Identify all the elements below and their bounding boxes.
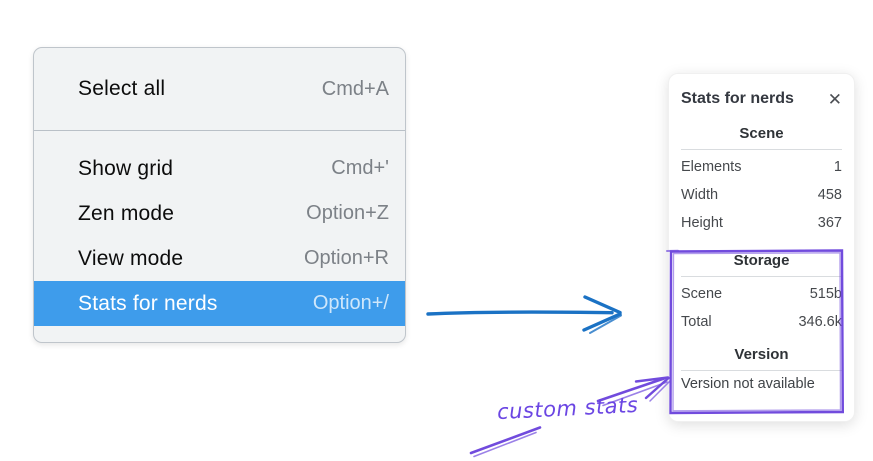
stats-panel: Stats for nerds ✕ Scene Elements 1 Width… <box>668 73 855 422</box>
stat-value: 346.6k <box>798 314 842 330</box>
menu-item-label: Show grid <box>78 156 174 180</box>
stat-label: Total <box>681 314 712 330</box>
stats-panel-title: Stats for nerds <box>681 90 794 107</box>
menu-divider <box>34 130 405 131</box>
stat-value: 515b <box>809 286 842 302</box>
arrow-menu-to-panel <box>426 295 622 334</box>
stat-label: Scene <box>681 286 723 302</box>
section-heading: Version <box>734 346 789 363</box>
menu-item-select-all[interactable]: Select all Cmd+A <box>34 61 405 117</box>
menu-item-view-mode[interactable]: View mode Option+R <box>34 236 405 281</box>
menu-item-shortcut: Option+R <box>303 247 389 269</box>
menu-item-label: View mode <box>78 246 184 270</box>
section-heading: Scene <box>739 125 784 142</box>
menu-item-stats-for-nerds[interactable]: Stats for nerds Option+/ <box>34 281 405 326</box>
menu-item-shortcut: Option+/ <box>312 292 389 314</box>
menu-item-label: Zen mode <box>78 201 175 225</box>
stats-section-scene: Scene Elements 1 Width 458 Height 367 <box>681 125 842 237</box>
section-divider <box>681 370 842 371</box>
stat-value: 1 <box>833 159 842 175</box>
stats-panel-header: Stats for nerds ✕ <box>681 88 842 110</box>
arrow-custom-stats <box>469 376 671 458</box>
context-menu: Select all Cmd+A Show grid Cmd+' Zen mod… <box>33 47 406 343</box>
stat-row-height: Height 367 <box>681 209 842 237</box>
menu-section-top: Select all Cmd+A <box>34 48 405 130</box>
stat-row-elements: Elements 1 <box>681 153 842 181</box>
menu-item-zen-mode[interactable]: Zen mode Option+Z <box>34 191 405 236</box>
version-note: Version not available <box>681 376 815 392</box>
menu-item-shortcut: Option+Z <box>306 202 389 224</box>
menu-item-shortcut: Cmd+A <box>321 77 389 100</box>
stats-section-storage: Storage Scene 515b Total 346.6k <box>681 252 842 336</box>
stat-label: Width <box>681 187 719 203</box>
stat-row-total-size: Total 346.6k <box>681 308 842 336</box>
stat-row-scene-size: Scene 515b <box>681 280 842 308</box>
section-heading: Storage <box>733 252 790 269</box>
menu-item-label: Select all <box>78 77 166 100</box>
menu-item-label: Stats for nerds <box>78 291 218 315</box>
stats-section-version: Version Version not available <box>681 346 842 392</box>
section-divider <box>681 276 842 277</box>
stat-value: 367 <box>817 215 842 231</box>
stat-label: Elements <box>681 159 742 175</box>
close-icon[interactable]: ✕ <box>827 89 842 109</box>
menu-item-shortcut: Cmd+' <box>331 157 389 179</box>
custom-stats-annotation: custom stats <box>496 392 639 425</box>
stat-label: Height <box>681 215 723 231</box>
stat-row-width: Width 458 <box>681 181 842 209</box>
stat-value: 458 <box>817 187 842 203</box>
menu-section-main: Show grid Cmd+' Zen mode Option+Z View m… <box>34 131 405 342</box>
menu-item-show-grid[interactable]: Show grid Cmd+' <box>34 146 405 191</box>
section-divider <box>681 149 842 150</box>
